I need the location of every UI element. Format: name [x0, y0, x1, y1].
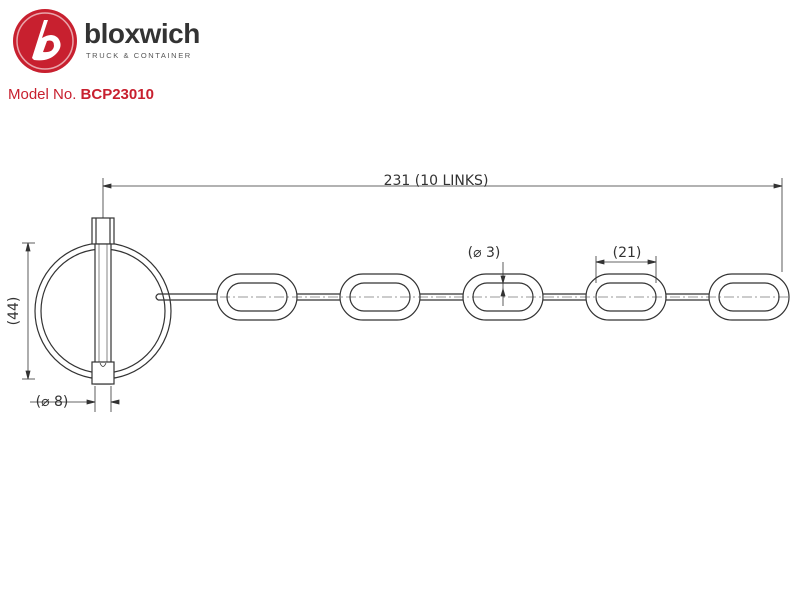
brand-name: bloxwich	[84, 18, 200, 49]
brand-tagline: TRUCK & CONTAINER	[86, 51, 192, 60]
model-label: Model No.	[8, 86, 77, 103]
bloxwich-b-logo-icon	[13, 9, 77, 73]
wire-diameter-label: (⌀ 3)	[468, 245, 501, 261]
header: bloxwich TRUCK & CONTAINER Model No. BCP…	[0, 0, 800, 110]
pin-head	[91, 217, 115, 245]
model-number: Model No. BCP23010	[8, 86, 154, 103]
ring-diameter-label: (44)	[6, 297, 22, 326]
pin-diameter-label: (⌀ 8)	[36, 394, 69, 410]
overall-length-label: 231 (10 LINKS)	[384, 173, 489, 189]
chain-link-2	[339, 273, 421, 321]
pin-tip	[91, 361, 115, 385]
link-pitch-label: (21)	[613, 245, 642, 261]
model-value: BCP23010	[80, 86, 154, 103]
